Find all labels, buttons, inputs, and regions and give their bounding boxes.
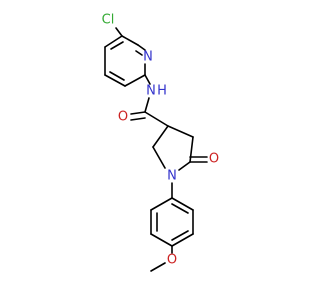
atom-amide-oxygen-label: O [118,110,128,125]
bond-nh-carbonyl [144,97,150,113]
atom-ether-oxygen-label: O [167,253,177,268]
atom-ketone-oxygen-label: O [209,152,219,167]
bond-c5ring-n [178,161,191,171]
bond-carbonyl-o-inner [130,117,146,121]
bond-ar4-ar5 [171,233,194,247]
atom-ring-nitrogen-label: N [167,169,177,184]
bond-c4-c5-inner [110,41,124,50]
bond-n-c2ring [152,146,166,169]
bond-c3-c3a-inner [109,71,125,81]
atom-chlorine-label: Cl [102,13,115,28]
bond-ar1-ar2 [150,197,173,211]
bond-ar3-ar4 [150,233,173,247]
bond-ar4-ar5-inner [171,230,189,241]
bond-carbonyl-o [130,111,146,115]
bond-ar6-ar1 [171,197,194,211]
molecule-structure-diagram: Cl N N H O N O O [102,13,219,272]
atom-amide-hydrogen-label: H [157,84,167,99]
bond-c4-c5ring [189,136,194,163]
bond-c2ring-c3 [152,125,169,148]
bond-c5-c6 [121,35,139,46]
atom-labels: Cl N N H O N O O [102,13,219,268]
bond-c4-c5 [104,35,123,48]
bond-o-methyl [150,262,166,272]
bond-c6-n1 [137,44,146,51]
bond-c6-n1-inner [135,50,143,56]
bond-c2-nh [144,74,151,85]
atom-pyridine-nitrogen-label: N [143,50,153,65]
bond-ar6-ar1-inner [171,203,189,214]
bond-carbonyl-c3 [144,111,169,127]
bond-c3-c4 [167,125,194,138]
bond-lines [104,27,208,272]
bond-c3-c3a [104,74,126,87]
bond-c2-c3 [124,74,146,87]
bond-c5-cl [115,27,123,37]
atom-amide-nitrogen-label: N [146,84,156,99]
